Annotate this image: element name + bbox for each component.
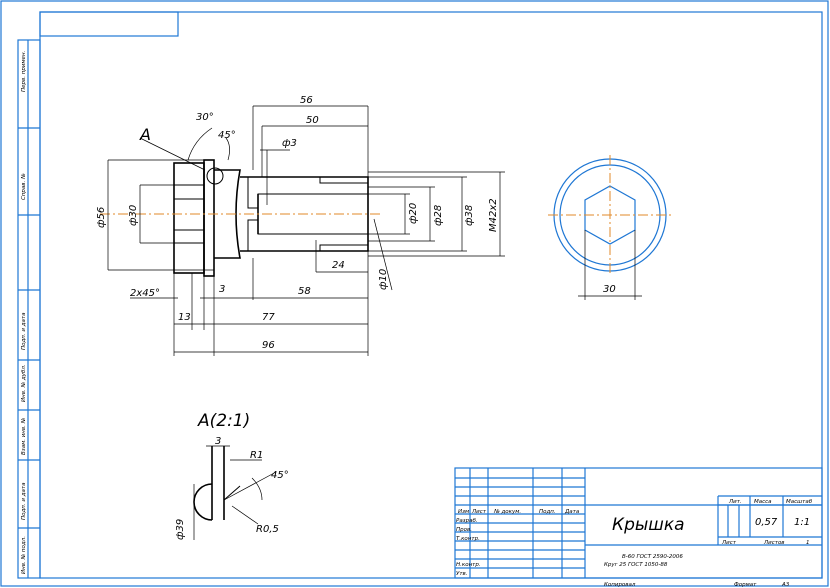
tb-row: Пров. — [456, 527, 472, 533]
dim-text: ф3 — [282, 138, 297, 149]
dim-text: 13 — [178, 312, 191, 323]
stamp-label: Взам. инв. № — [21, 417, 27, 455]
tb-label: Копировал — [604, 582, 636, 588]
main-view — [100, 159, 380, 277]
stamp-label: Подп. и дата — [21, 482, 27, 520]
side-stamp: Перв. примен. Справ. № Подп. и дата Инв.… — [17, 39, 41, 579]
tb-col: Подп. — [539, 509, 556, 515]
stamp-label: Инв. № дубл. — [21, 364, 27, 402]
mass-value: 0,57 — [755, 517, 778, 528]
detail-view: A(2:1) 3 R1 45° R0,5 ф39 — [175, 411, 289, 540]
part-name: Крышка — [612, 515, 685, 535]
scale-value: 1:1 — [794, 517, 810, 528]
dim-text: M42x2 — [488, 198, 499, 232]
dim-text: ф10 — [378, 269, 389, 290]
stamp-label: Справ. № — [21, 173, 27, 200]
title-block: Изм Лист № докум. Подп. Дата Разраб. Про… — [454, 467, 823, 588]
tb-label: Лист — [721, 540, 737, 546]
dim-text: 30 — [603, 284, 616, 295]
tb-value: 1 — [806, 540, 810, 546]
tb-row: Разраб. — [456, 518, 478, 524]
tb-value: A3 — [781, 582, 790, 588]
main-dimension-labels: A 30° 45° 56 50 ф3 ф56 ф30 ф20 ф28 ф38 M… — [96, 95, 499, 351]
dim-text: ф56 — [96, 207, 107, 228]
dim-text: 45° — [271, 470, 289, 481]
material: В-60 ГОСТ 2590-2006 — [622, 554, 683, 560]
dim-text: 56 — [300, 95, 313, 106]
stamp-label: Подп. и дата — [21, 312, 27, 350]
tb-col: Лист — [471, 509, 487, 515]
dim-text: 24 — [332, 260, 345, 271]
dim-text: 96 — [262, 340, 275, 351]
tb-col: № докум. — [493, 509, 521, 515]
dim-text: 77 — [262, 312, 275, 323]
tb-row: Утв. — [456, 571, 468, 577]
tb-col: Дата — [564, 509, 580, 515]
tb-row: Н.контр. — [456, 562, 481, 568]
tb-label: Лит. — [728, 499, 742, 505]
dim-text: ф28 — [433, 205, 444, 226]
tb-row: Т.контр. — [456, 536, 480, 542]
top-left-box — [39, 11, 179, 37]
tb-label: Формат — [734, 582, 757, 588]
dim-text: 2x45° — [130, 288, 160, 299]
end-view: 30 — [548, 155, 672, 300]
dim-text: 3 — [219, 284, 225, 295]
material: Круг 25 ГОСТ 1050-88 — [604, 562, 668, 568]
dim-text: R1 — [250, 450, 263, 461]
dim-text: ф39 — [175, 519, 186, 540]
detail-label: A(2:1) — [197, 411, 250, 431]
section-label: A — [139, 125, 151, 144]
tb-label: Масса — [754, 499, 772, 505]
dim-text: ф20 — [408, 203, 419, 224]
dim-text: R0,5 — [256, 524, 279, 535]
dim-text: 50 — [306, 115, 319, 126]
main-dimensions — [107, 105, 505, 356]
tb-label: Листов — [763, 540, 785, 546]
dim-text: 45° — [218, 130, 236, 141]
stamp-label: Перв. примен. — [21, 50, 27, 92]
stamp-label: Инв. № подл. — [21, 536, 27, 574]
dim-text: 30° — [196, 112, 214, 123]
dim-text: ф30 — [128, 205, 139, 226]
dim-text: 58 — [298, 286, 311, 297]
dim-text: 3 — [215, 436, 221, 447]
dim-text: ф38 — [464, 205, 475, 226]
tb-label: Масштаб — [786, 499, 813, 505]
tb-col: Изм — [458, 509, 469, 515]
